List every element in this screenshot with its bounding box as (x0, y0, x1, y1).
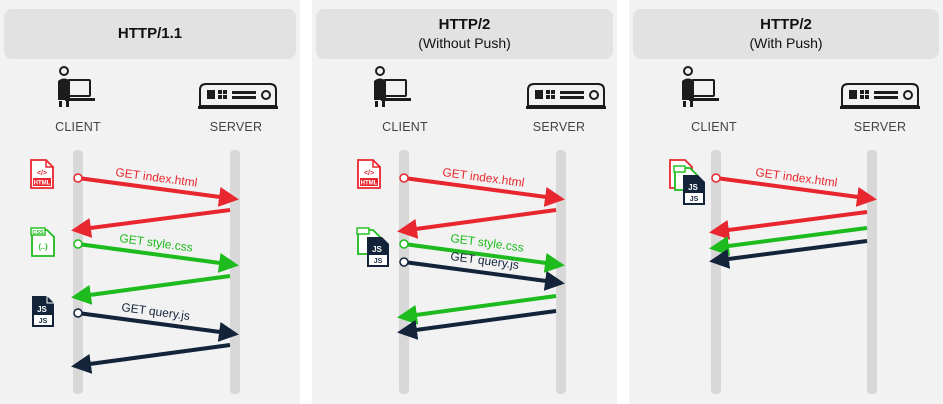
js-glyph: JS (37, 305, 47, 314)
html-file-icon: </> HTML (357, 159, 381, 189)
server-lane (230, 150, 240, 394)
server-label: SERVER (532, 120, 586, 134)
html-label: HTML (34, 181, 51, 187)
message-arrow (715, 176, 877, 207)
message-arrow (709, 210, 868, 240)
message-arrow (77, 242, 239, 273)
message-arrow (77, 311, 239, 342)
html-css-js-file-icon: JS JS (669, 159, 705, 205)
panel-http11: HTTP/1.1 CLIENT SERVER (0, 0, 300, 404)
server-rack-icon (197, 83, 279, 110)
panel-subtitle: (With Push) (749, 35, 823, 51)
server-lane (556, 150, 566, 394)
message-arrow (71, 208, 231, 238)
html-glyph: </> (364, 170, 374, 177)
request-origin-dot (399, 173, 409, 183)
js-label: JS (690, 196, 699, 203)
message-arrow (709, 239, 868, 269)
request-origin-dot (399, 257, 409, 267)
panel-header: HTTP/2 (With Push) (633, 9, 939, 59)
message-arrow (397, 294, 557, 325)
css-label: CSS (32, 230, 44, 236)
server-lane (867, 150, 877, 394)
client-computer-icon (57, 66, 96, 108)
message-arrow (71, 343, 231, 374)
server-label: SERVER (853, 120, 907, 134)
client-label: CLIENT (382, 120, 428, 134)
panel-http2-without-push: HTTP/2 (Without Push) CLIENT SERVER (312, 0, 617, 404)
js-label: JS (39, 318, 48, 325)
message-arrow (77, 176, 239, 207)
panel-title: HTTP/2 (438, 16, 491, 33)
js-glyph: JS (688, 183, 698, 192)
client-label: CLIENT (691, 120, 737, 134)
message-arrow (403, 260, 565, 291)
panel-title: HTTP/2 (760, 16, 812, 33)
css-glyph: {..} (38, 244, 48, 251)
client-computer-icon (373, 66, 412, 108)
request-origin-dot (399, 239, 409, 249)
client-lane (711, 150, 721, 394)
request-origin-dot (73, 239, 83, 249)
js-glyph: JS (372, 245, 382, 254)
js-file-icon: JS JS (32, 296, 54, 327)
server-rack-icon (525, 83, 607, 110)
client-computer-icon (681, 66, 720, 108)
server-label: SERVER (209, 120, 263, 134)
message-arrow (397, 309, 557, 340)
html-file-icon: </> HTML (30, 159, 54, 189)
request-origin-dot (73, 173, 83, 183)
message-arrow (403, 242, 565, 273)
panel-subtitle: (Without Push) (418, 35, 511, 51)
css-file-icon: CSS {..} (30, 227, 55, 257)
message-arrow (71, 274, 231, 305)
client-lane (399, 150, 409, 394)
html-label: HTML (361, 181, 378, 187)
html-glyph: </> (37, 170, 47, 177)
panel-header: HTTP/2 (Without Push) (316, 9, 613, 59)
message-arrow (397, 208, 557, 239)
panel-http2-with-push: HTTP/2 (With Push) CLIENT SERVER (629, 0, 943, 404)
css-js-file-icon: JS JS (356, 227, 389, 267)
panel-title: HTTP/1.1 (117, 25, 183, 42)
server-rack-icon (839, 83, 921, 110)
client-label: CLIENT (55, 120, 101, 134)
request-origin-dot (73, 308, 83, 318)
client-lane (73, 150, 83, 394)
message-arrow (403, 176, 565, 207)
js-label: JS (374, 258, 383, 265)
panel-header: HTTP/1.1 (4, 9, 296, 59)
message-arrow (709, 226, 868, 256)
request-origin-dot (711, 173, 721, 183)
